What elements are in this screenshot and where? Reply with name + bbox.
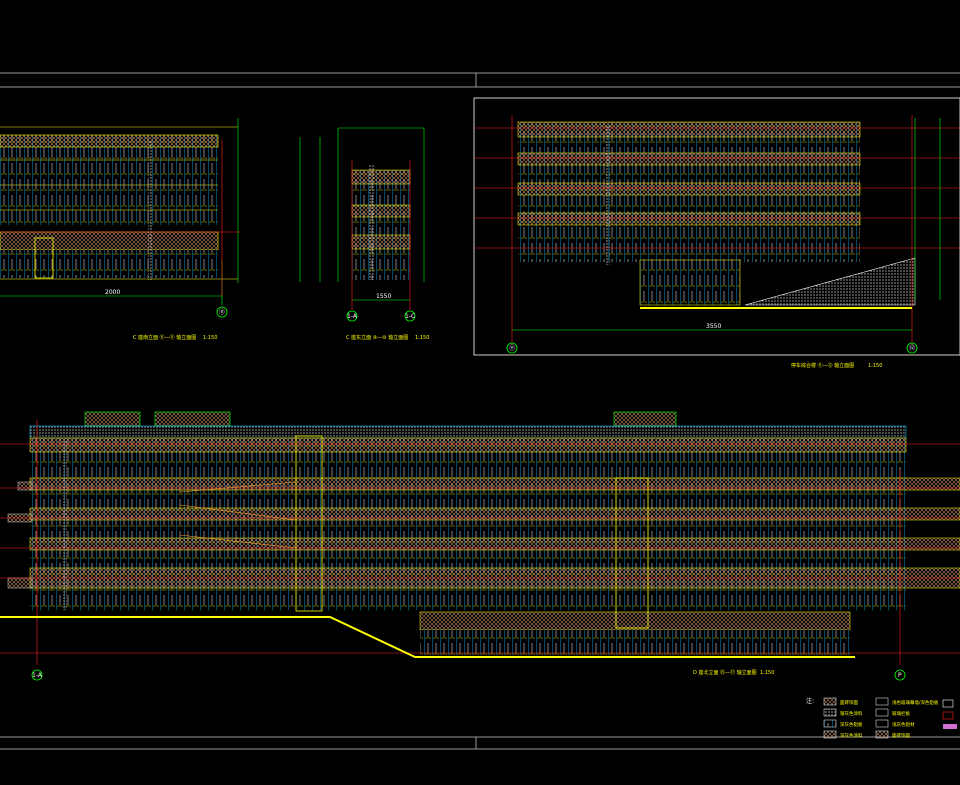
vertical-bars-swatch-icon bbox=[823, 719, 837, 728]
view-scale-tr: 1:150 bbox=[868, 363, 882, 369]
south-elevation-c-block: ⑪ 2000 C 座南立面 ⑪—⑪ 轴立面图 1:150 bbox=[0, 118, 240, 341]
legend-extra-swatch-3 bbox=[943, 724, 957, 729]
axis-marker-tr-1: ⑪ bbox=[509, 344, 515, 352]
legend-item-label: 银灰色涂料 bbox=[840, 710, 863, 717]
axis-marker-b-2: P bbox=[898, 672, 902, 679]
view-title-tm: C 座东立面 ⑩—⑩ 轴立面图 bbox=[346, 334, 408, 341]
diagonal-hatch-swatch-icon bbox=[823, 730, 837, 739]
dense-hatch-swatch-icon bbox=[823, 708, 837, 717]
plain-swatch-icon bbox=[875, 708, 889, 717]
view-title-b: D 座北立面 ⑮—⑰ 轴立面图 bbox=[693, 669, 757, 676]
east-elevation-c-block: 1-A 1-C 1550 C 座东立面 ⑩—⑩ 轴立面图 1:150 bbox=[299, 127, 429, 341]
legend-item-label: 深灰色涂料 bbox=[840, 732, 863, 739]
axis-marker-tl: ⑪ bbox=[219, 308, 225, 316]
parking-complex-elevation: ⑪ ⑫ 3550 停车综合楼 ⑪—⑫ 轴立面图 1:150 bbox=[473, 97, 960, 369]
cross-hatch-swatch-icon bbox=[823, 697, 837, 706]
north-elevation-d-block: 1-A P D 座北立面 ⑮—⑰ 轴立面图 1:150 bbox=[0, 411, 960, 681]
legend-item-label: 浅色玻璃幕墙/深色铝板 bbox=[892, 699, 939, 706]
view-scale-tl: 1:150 bbox=[203, 335, 217, 341]
legend-extra-swatch-1 bbox=[942, 699, 954, 708]
legend-extra-swatch-2 bbox=[942, 711, 954, 720]
dim-label-tl: 2000 bbox=[105, 289, 120, 296]
legend-item-label: 玻璃栏板 bbox=[892, 710, 910, 717]
view-title-tl: C 座南立面 ⑪—⑪ 轴立面图 bbox=[133, 334, 196, 341]
legend-item-label: 浅灰色铝材 bbox=[892, 721, 915, 728]
legend-note-label: 注: bbox=[806, 697, 814, 705]
axis-marker-b-1: 1-A bbox=[32, 672, 43, 679]
axis-marker-tr-2: ⑫ bbox=[909, 344, 915, 352]
axis-marker-tm-1: 1-A bbox=[347, 313, 358, 320]
view-title-tr: 停车综合楼 ⑪—⑫ 轴立面图 bbox=[791, 362, 854, 369]
dim-label-tm: 1550 bbox=[376, 293, 391, 300]
dim-label-tr: 3550 bbox=[706, 323, 721, 330]
legend-item-label: 深灰色铝板 bbox=[840, 721, 863, 728]
axis-marker-tm-2: 1-C bbox=[405, 313, 415, 320]
plain-swatch-icon bbox=[875, 697, 889, 706]
plain-swatch-icon bbox=[875, 719, 889, 728]
view-scale-b: 1:150 bbox=[760, 670, 774, 676]
view-scale-tm: 1:150 bbox=[415, 335, 429, 341]
cross-hatch-swatch-icon bbox=[875, 730, 889, 739]
legend-item-label: 面砖饰面 bbox=[892, 732, 910, 739]
material-legend: 注: 面砖饰面银灰色涂料深灰色铝板深灰色涂料浅色玻璃幕墙/深色铝板玻璃栏板浅灰色… bbox=[806, 697, 957, 739]
legend-item-label: 面砖饰面 bbox=[840, 699, 858, 706]
drawing-frame bbox=[0, 72, 960, 750]
